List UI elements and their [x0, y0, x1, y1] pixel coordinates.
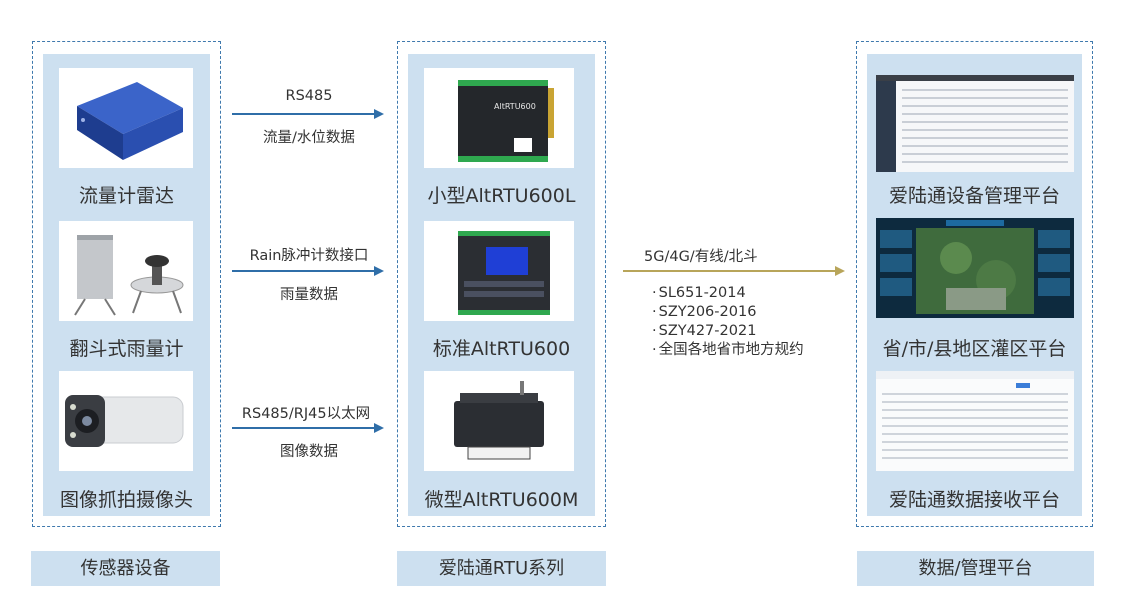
standard-item: 全国各地省市地方规约 — [652, 341, 852, 360]
platforms-column — [856, 41, 1093, 527]
rtu-label: 小型AltRTU600L — [427, 185, 576, 207]
standard-item: SL651-2014 — [652, 284, 852, 303]
connection-arrow — [232, 109, 384, 119]
irrigation-platform-screenshot — [876, 218, 1074, 318]
standard-item: SZY206-2016 — [652, 303, 852, 322]
platform-label: 爱陆通数据接收平台 — [888, 489, 1060, 511]
rtu-label: 标准AltRTU600 — [432, 338, 571, 360]
platforms-footer: 数据/管理平台 — [857, 551, 1094, 586]
connection-interface-label: RS485 — [285, 88, 333, 104]
rtu-micro-image — [424, 371, 574, 471]
sensors-footer: 传感器设备 — [31, 551, 220, 586]
camera-image — [59, 371, 193, 471]
rtu-small-image: AltRTU600 — [424, 68, 574, 168]
connection-data-label: 雨量数据 — [280, 287, 338, 303]
connection-arrow — [232, 423, 384, 433]
rtu-column — [397, 41, 606, 527]
sensor-label: 流量计雷达 — [78, 185, 174, 207]
sensor-label: 翻斗式雨量计 — [69, 338, 184, 360]
standard-item: SZY427-2021 — [652, 322, 852, 341]
protocol-standards-list: SL651-2014 SZY206-2016 SZY427-2021 全国各地省… — [652, 284, 852, 360]
connection-interface-label: RS485/RJ45以太网 — [241, 406, 371, 422]
platform-label: 省/市/县地区灌区平台 — [882, 338, 1067, 360]
platform-label: 爱陆通设备管理平台 — [888, 185, 1060, 207]
device-management-screenshot — [876, 75, 1074, 172]
network-arrow — [623, 266, 845, 276]
rtu-label: 微型AltRTU600M — [424, 489, 579, 511]
device-model-text: AltRTU600 — [494, 102, 536, 111]
connection-arrow — [232, 266, 384, 276]
connection-data-label: 流量/水位数据 — [263, 130, 355, 146]
sensors-column — [32, 41, 221, 527]
data-receiving-screenshot — [876, 371, 1074, 471]
rain-gauge-image — [59, 221, 193, 321]
rtu-standard-image — [424, 221, 574, 321]
network-label: 5G/4G/有线/北斗 — [644, 249, 758, 265]
sensor-label: 图像抓拍摄像头 — [59, 489, 193, 511]
rtu-footer: 爱陆通RTU系列 — [397, 551, 606, 586]
connection-interface-label: Rain脉冲计数接口 — [249, 248, 369, 264]
connection-data-label: 图像数据 — [280, 444, 338, 460]
radar-device-image — [59, 68, 193, 168]
